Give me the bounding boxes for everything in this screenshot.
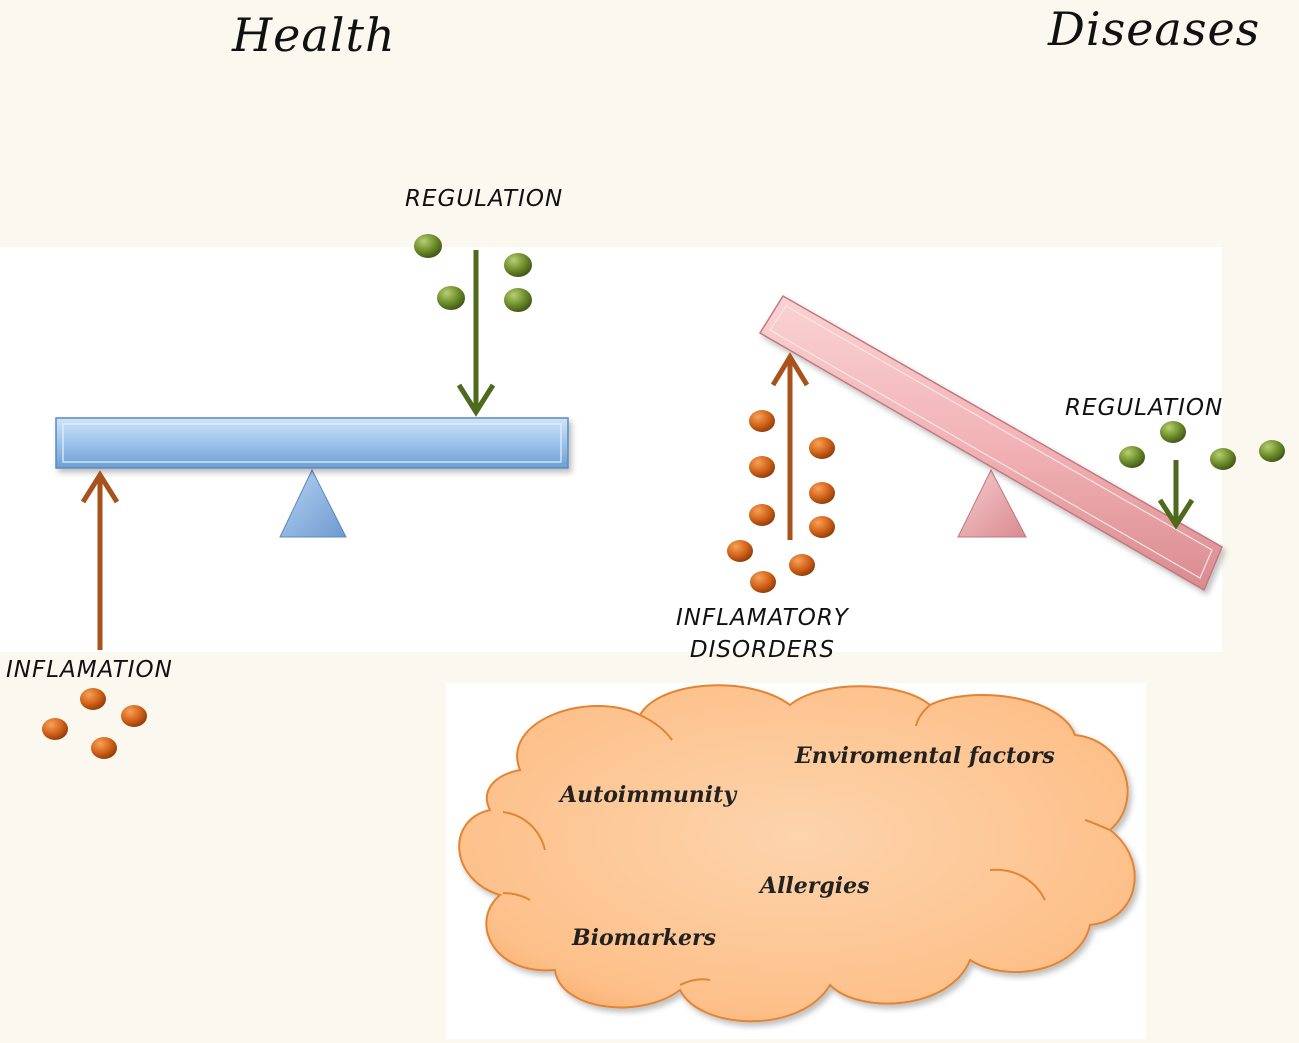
health-beam (55, 417, 569, 469)
regulation-label-health: REGULATION (405, 186, 564, 212)
regulation-arrow-health (456, 250, 496, 417)
cloud-biomarkers: Biomarkers (572, 925, 716, 951)
disease-fulcrum (957, 468, 1027, 538)
inflammation-arrow-disease (770, 352, 810, 540)
regulation-dots-disease (1119, 421, 1285, 470)
inflammation-dots-health (42, 688, 147, 759)
cloud-allergies: Allergies (760, 873, 870, 899)
diseases-title: Diseases (1048, 2, 1261, 56)
inflammation-dots-disease (727, 410, 835, 593)
disease-seesaw (758, 294, 1223, 592)
health-title: Health (232, 8, 396, 62)
cloud-environmental-factors: Enviromental factors (795, 743, 1055, 769)
health-seesaw (55, 417, 569, 538)
health-fulcrum (279, 468, 347, 538)
inflammatory-disorders-line1: INFLAMATORY (676, 605, 849, 631)
cloud-autoimmunity: Autoimmunity (560, 782, 737, 808)
disease-beam (758, 294, 1223, 592)
risk-factor-cloud (458, 684, 1136, 1023)
inflammation-arrow-health (80, 470, 120, 650)
inflammatory-disorders-label: INFLAMATORY DISORDERS (676, 602, 849, 666)
regulation-label-disease: REGULATION (1065, 395, 1224, 421)
inflammatory-disorders-line2: DISORDERS (689, 637, 835, 663)
regulation-arrow-disease (1157, 460, 1195, 530)
inflammation-label: INFLAMATION (6, 657, 173, 683)
regulation-dots-health (414, 234, 532, 312)
